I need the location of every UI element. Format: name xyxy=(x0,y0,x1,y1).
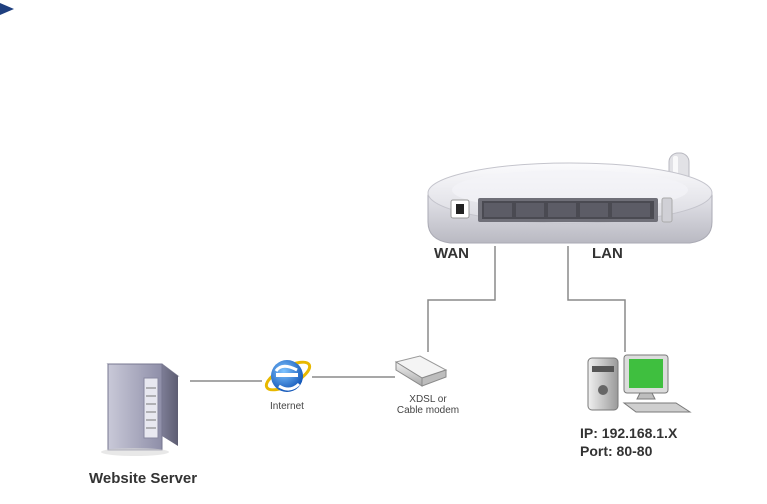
pc-address-block: IP: 192.168.1.X Port: 80-80 xyxy=(580,424,677,460)
computer-icon xyxy=(588,355,690,412)
internet-label: Internet xyxy=(270,401,304,412)
pc-ip: IP: 192.168.1.X xyxy=(580,424,677,442)
modem-label: XDSL or Cable modem xyxy=(388,394,468,416)
lan-label: LAN xyxy=(592,245,623,262)
router-icon xyxy=(428,153,712,243)
modem-icon xyxy=(396,356,446,386)
modem-label-line2: Cable modem xyxy=(388,405,468,416)
bullet-arrow-icon xyxy=(0,3,14,15)
pc-port: Port: 80-80 xyxy=(580,442,677,460)
modem-label-line1: XDSL or xyxy=(388,394,468,405)
server-icon xyxy=(101,364,178,456)
server-label: Website Server xyxy=(89,470,197,487)
internet-explorer-icon xyxy=(263,357,314,395)
wan-label: WAN xyxy=(434,245,469,262)
